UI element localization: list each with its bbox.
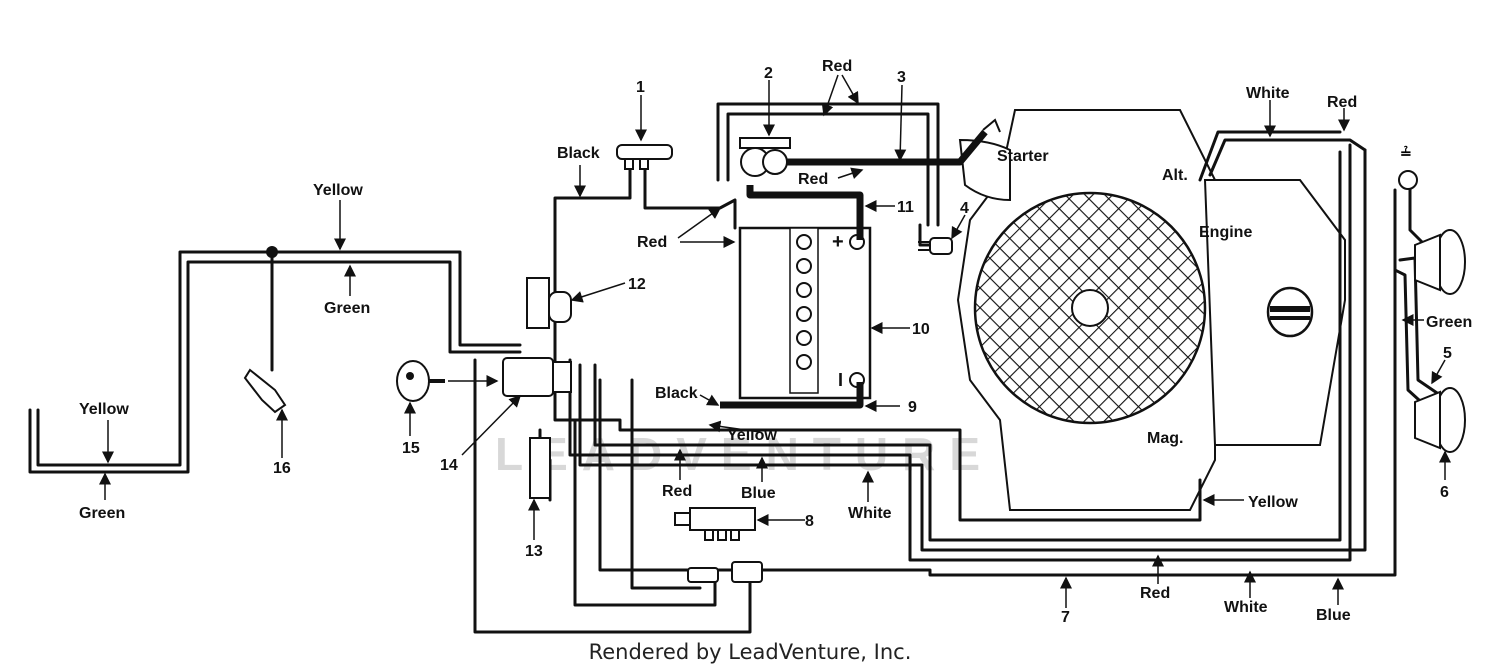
callout-5: 5 [1443,345,1452,362]
callout-7: 7 [1061,609,1070,626]
label-starter: Starter [997,148,1049,165]
part-14-ignition-switch [502,357,572,397]
callout-4: 4 [960,200,969,217]
label-red-bottom: Red [1140,585,1170,602]
label-red-mid: Red [637,234,667,251]
label-white-top-right: White [1246,85,1290,102]
label-yellow-center: Yellow [727,427,777,444]
engine-hub [1071,289,1109,327]
label-mag: Mag. [1147,430,1183,447]
part-15-ignition-key [396,360,445,402]
callout-15: 15 [402,440,420,457]
label-white-bottom: White [1224,599,1268,616]
part-numbers: 1 2 3 4 5 6 7 8 9 10 11 12 13 14 15 16 [273,65,1452,626]
label-green-left: Green [324,300,370,317]
part-1-switch [616,144,673,170]
label-alt: Alt. [1162,167,1188,184]
label-engine: Engine [1199,224,1252,241]
callout-14: 14 [440,457,458,474]
component-labels: Starter Alt. Engine Mag. [997,148,1252,447]
battery-minus-symbol: I [838,370,843,390]
label-red-near-battery: Red [798,171,828,188]
callout-3: 3 [897,69,906,86]
wire-labels: Red Black Yellow Green Yellow Green Red … [79,58,1472,624]
label-blue-bottom: Blue [1316,607,1351,624]
label-green-right: Green [1426,314,1472,331]
label-yellow-left-top: Yellow [313,182,363,199]
footer-credit: Rendered by LeadVenture, Inc. [588,640,912,664]
engine [956,109,1346,511]
key-minus-symbol: - [487,373,492,390]
part-12-relay [526,277,572,329]
battery-plus-symbol: + [832,231,844,253]
fuel-cap-icon [1266,286,1314,338]
label-blue-center: Blue [741,485,776,502]
battery: + I [738,226,872,400]
part-2-solenoid [739,137,791,177]
label-red-top: Red [822,58,852,75]
label-green-far-left: Green [79,505,125,522]
callout-6: 6 [1440,484,1449,501]
callout-12: 12 [628,276,646,293]
label-yellow-far-left: Yellow [79,401,129,418]
callout-1: 1 [636,79,645,96]
part-3-terminal [982,118,1001,133]
label-red-center: Red [662,483,692,500]
wiring [28,102,1442,634]
callout-9: 9 [908,399,917,416]
label-black-bottom: Black [655,385,698,402]
label-yellow-right: Yellow [1248,494,1298,511]
callout-10: 10 [912,321,930,338]
callout-16: 16 [273,460,291,477]
callout-11: 11 [897,199,914,216]
part-8-module [674,507,756,541]
part-16-seat-switch [243,368,287,414]
callout-2: 2 [764,65,773,82]
label-white-center: White [848,505,892,522]
pointer-arrows [99,74,1451,608]
bottom-connectors [687,561,763,583]
label-red-top-right: Red [1327,94,1357,111]
label-black-top: Black [557,145,600,162]
ground-symbol: ≟ [1400,145,1412,161]
callout-8: 8 [805,513,814,530]
part-13-switch [529,437,551,499]
part-4-connector [918,237,953,255]
callout-13: 13 [525,543,543,560]
